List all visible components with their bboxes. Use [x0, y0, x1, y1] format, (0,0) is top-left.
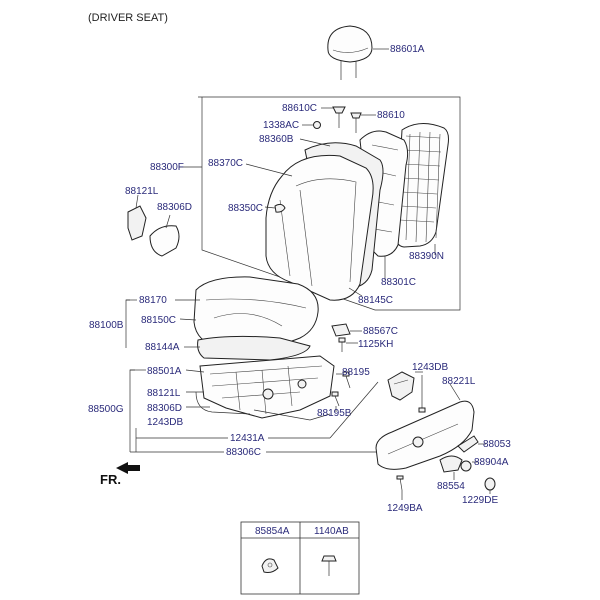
seatback-bracket [179, 96, 461, 311]
label-12431A: 12431A [230, 433, 265, 444]
label-88610: 88610 [377, 110, 405, 121]
label-88390N: 88390N [409, 251, 444, 262]
seatback-cover-88370C[interactable] [265, 154, 374, 301]
label-88121L-a: 88121L [125, 186, 159, 197]
bracket-right[interactable] [387, 371, 415, 401]
side-cover-88306D[interactable] [149, 225, 180, 257]
bolt-88195B[interactable] [331, 391, 340, 407]
label-88306D-b: 88306D [147, 403, 182, 414]
knob-88904A[interactable] [460, 460, 472, 472]
label-88221L: 88221L [442, 376, 476, 387]
label-88170: 88170 [139, 295, 167, 306]
label-88053: 88053 [483, 439, 511, 450]
label-88145C: 88145C [358, 295, 393, 306]
bolt-88195[interactable] [342, 371, 351, 389]
bolt-1243DB[interactable] [418, 396, 426, 413]
headrest-guide-88610C[interactable] [332, 106, 346, 128]
side-cover-88121L[interactable] [127, 205, 147, 241]
label-1229DE: 1229DE [462, 495, 498, 506]
bracket-88567C[interactable] [331, 323, 351, 337]
label-88350C: 88350C [228, 203, 263, 214]
hook-88350C[interactable] [274, 203, 286, 213]
clip-85854A-icon [261, 558, 279, 573]
label-88121L-b: 88121L [147, 388, 181, 399]
parts-table: 85854A 1140AB [240, 521, 360, 595]
cushion-pad-88144A[interactable] [197, 335, 311, 361]
side-cover-88221L[interactable] [375, 400, 475, 470]
screw-1249BA[interactable] [396, 475, 404, 491]
label-1125KH: 1125KH [358, 339, 393, 350]
bolt-1125KH[interactable] [338, 337, 346, 352]
label-88904A: 88904A [474, 457, 509, 468]
label-88195B: 88195B [317, 408, 352, 419]
front-direction-arrow: FR. [100, 462, 140, 487]
label-88306D-a: 88306D [157, 202, 192, 213]
label-88610C: 88610C [282, 103, 317, 114]
table-header-85854A: 85854A [255, 526, 290, 537]
cap-1229DE[interactable] [484, 477, 496, 491]
clip-1338AC[interactable] [313, 121, 321, 129]
label-88144A: 88144A [145, 342, 180, 353]
label-88100B: 88100B [89, 320, 124, 331]
label-1338AC: 1338AC [263, 120, 299, 131]
label-88360B: 88360B [259, 134, 294, 145]
label-88500G: 88500G [88, 404, 124, 415]
label-88195: 88195 [342, 367, 370, 378]
knob-88554[interactable] [439, 455, 463, 473]
diagram-title: (DRIVER SEAT) [88, 12, 168, 24]
table-header-1140AB: 1140AB [314, 526, 349, 537]
label-88567C: 88567C [363, 326, 398, 337]
front-label: FR. [100, 472, 121, 487]
label-88306C: 88306C [226, 447, 261, 458]
label-88300F: 88300F [150, 162, 184, 173]
lever-88053[interactable] [457, 435, 479, 453]
seatback-frame-88390N[interactable] [395, 123, 449, 248]
label-88601A: 88601A [390, 44, 425, 55]
headrest-guide-88610[interactable] [350, 112, 362, 133]
label-88554: 88554 [437, 481, 465, 492]
label-88301C: 88301C [381, 277, 416, 288]
headrest[interactable] [327, 25, 373, 80]
seat-frame-88501A[interactable] [195, 355, 335, 421]
label-88150C: 88150C [141, 315, 176, 326]
label-1243DB-a: 1243DB [412, 362, 448, 373]
label-88501A: 88501A [147, 366, 182, 377]
label-1249BA: 1249BA [387, 503, 423, 514]
label-1243DB-b: 1243DB [147, 417, 183, 428]
label-88370C: 88370C [208, 158, 243, 169]
ref-lines [130, 381, 400, 453]
bolt-1140AB-icon [321, 555, 337, 576]
